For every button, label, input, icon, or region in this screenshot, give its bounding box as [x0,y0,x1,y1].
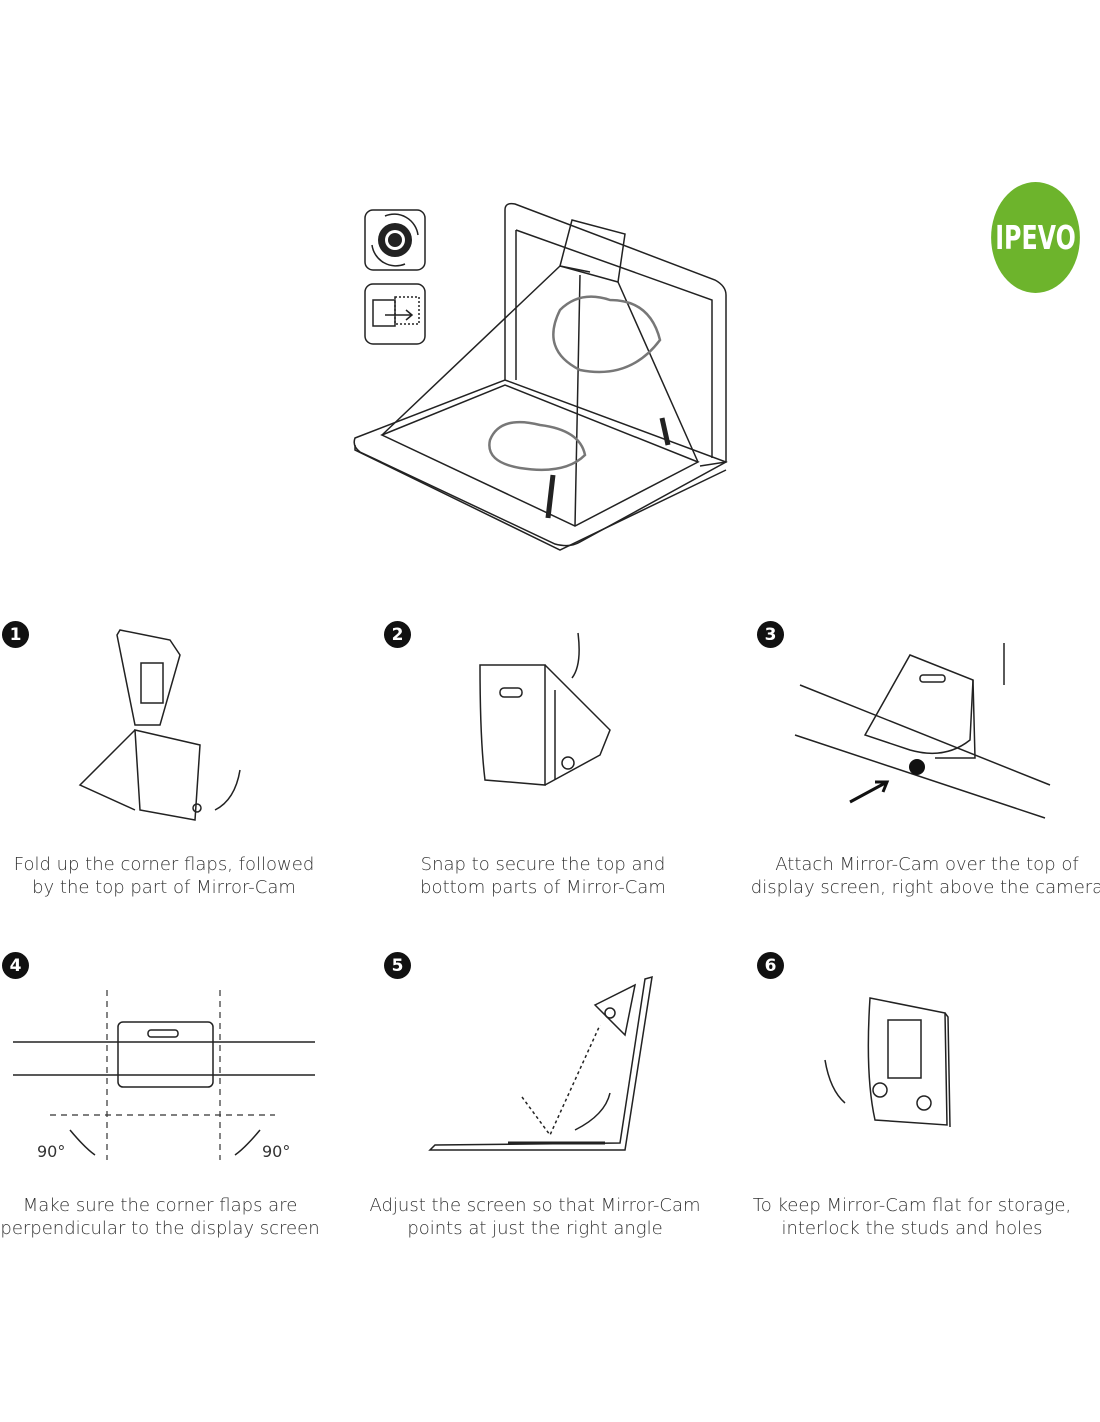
angle-label-right: 90° [262,1142,291,1161]
step-5-illustration [428,975,653,1151]
caption-line: Snap to secure the top and [420,854,666,875]
step-6-number: 6 [757,952,784,979]
step-6-caption: To keep Mirror-Cam flat for storage,inte… [732,1194,1092,1240]
ipevo-logo: IPEVO [991,182,1080,293]
caption-line: by the top part of Mirror-Cam [32,877,296,898]
step-2-number: 2 [384,621,411,648]
mirror-flip-icon [364,283,426,345]
caption-line: Attach Mirror-Cam over the top of [775,854,1079,875]
caption-line: points at just the right angle [407,1218,663,1239]
step-4-illustration [13,990,315,1160]
caption-line: Fold up the corner flaps, followed [13,854,315,875]
caption-line: interlock the studs and holes [781,1218,1043,1239]
camera-lens-icon [364,209,426,271]
angle-label-left: 90° [37,1142,66,1161]
hero-illustration [353,202,728,551]
caption-line: display screen, right above the camera [750,877,1100,898]
step-1-number: 1 [2,621,29,648]
caption-line: bottom parts of Mirror-Cam [420,877,666,898]
step-4-number: 4 [2,952,29,979]
caption-line: Adjust the screen so that Mirror-Cam [369,1195,701,1216]
caption-line: Make sure the corner flaps are [22,1195,298,1216]
step-3-illustration [794,643,1051,819]
step-6-illustration [824,997,951,1128]
caption-line: perpendicular to the display screen [0,1218,320,1239]
logo-text: IPEVO [995,218,1076,257]
step-5-number: 5 [384,952,411,979]
laptop-drawing [353,202,728,551]
step-3-number: 3 [757,621,784,648]
step-2-illustration [479,632,611,786]
caption-line: To keep Mirror-Cam flat for storage, [752,1195,1072,1216]
step-1-illustration [78,629,241,821]
